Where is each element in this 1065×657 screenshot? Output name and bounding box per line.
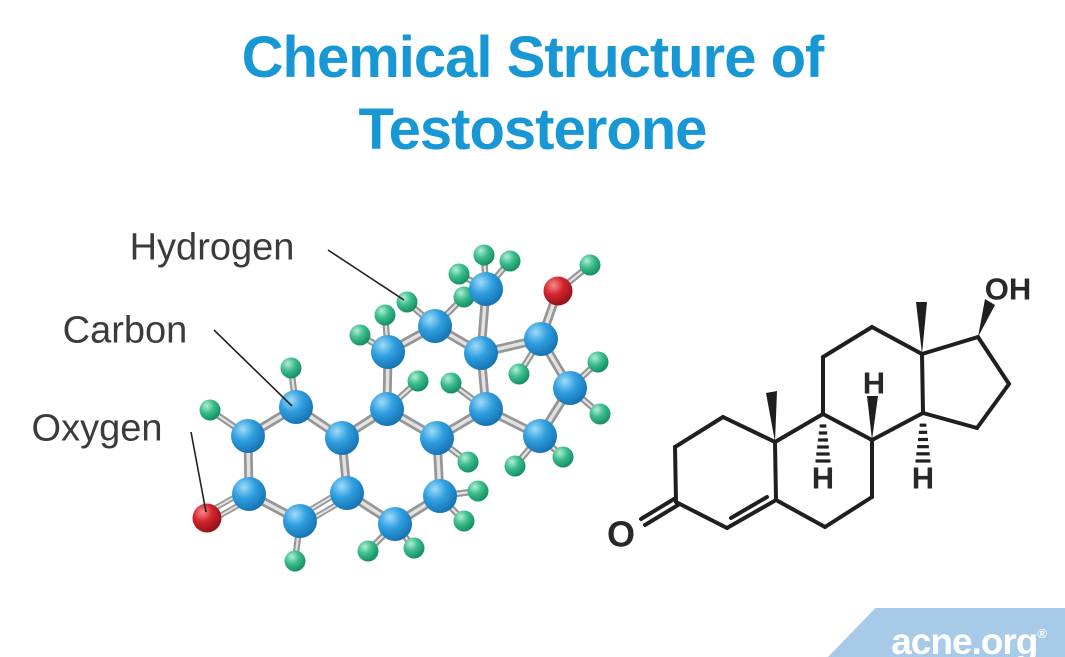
- title-line-1: Chemical Structure of: [241, 25, 825, 90]
- atom-H15b: [552, 446, 574, 468]
- formula-bond: [725, 498, 778, 530]
- formula-bond: [976, 335, 1011, 386]
- skeletal-formula: O OH H H H: [607, 272, 1031, 555]
- formula-label-ketone-O: O: [607, 514, 635, 555]
- leader-line-oxygen: [190, 431, 207, 513]
- formula-wedge-bond: [978, 299, 995, 337]
- formula-bond: [673, 445, 678, 504]
- model3d-atoms: [192, 244, 611, 572]
- atom-H8: [457, 451, 479, 473]
- page-title: Chemical Structure of Testosterone: [0, 22, 1065, 166]
- atom-H11a: [374, 304, 396, 326]
- atom-H16b: [589, 403, 611, 425]
- formula-bond: [920, 335, 980, 356]
- formula-bond: [774, 498, 827, 529]
- atom-C6: [378, 507, 412, 541]
- formula-label-H-c14: H: [912, 461, 934, 496]
- atom-H6a: [357, 540, 379, 562]
- atom-C7: [423, 479, 457, 513]
- atom-H7a: [467, 480, 489, 502]
- formula-bond: [821, 412, 874, 442]
- logo-text: acne.org: [891, 621, 1038, 657]
- formula-bond: [921, 411, 979, 430]
- atom-C15: [523, 419, 557, 453]
- formula-bond: [870, 411, 925, 442]
- atom-C3: [232, 477, 266, 511]
- atom-H14: [440, 372, 462, 394]
- title-line-2: Testosterone: [358, 97, 708, 162]
- atom-C2: [231, 419, 265, 453]
- formula-bond: [823, 495, 874, 529]
- formula-bond: [721, 415, 777, 444]
- formula-bond: [674, 500, 729, 530]
- atom-C4: [283, 504, 317, 538]
- formula-wedge-bond: [867, 396, 878, 440]
- formula-bond: [821, 325, 874, 359]
- formula-bond: [643, 503, 680, 527]
- label-hydrogen: Hydrogen: [129, 226, 295, 269]
- formula-bond: [975, 382, 1011, 430]
- formula-bond: [773, 412, 825, 444]
- atom-H9: [407, 370, 429, 392]
- atom-H4: [284, 550, 306, 572]
- atom-C11: [371, 335, 405, 369]
- leader-line-hydrogen: [327, 249, 405, 301]
- formula-wedge-bond: [766, 391, 777, 442]
- atom-C9: [370, 392, 404, 426]
- formula-bond: [773, 440, 778, 502]
- formula-bond: [729, 495, 769, 520]
- leader-lines: [190, 249, 405, 513]
- formula-bond: [870, 325, 924, 356]
- leader-line-carbon: [213, 329, 293, 407]
- formula-bond: [639, 497, 676, 521]
- atom-C14: [469, 392, 503, 426]
- atom-HO17: [579, 254, 601, 276]
- formula-label-H-c9: H: [812, 461, 834, 496]
- registered-mark: ®: [1037, 626, 1047, 641]
- atom-C12: [418, 309, 452, 343]
- atom-C10: [325, 421, 359, 455]
- atom-H18a: [473, 244, 495, 266]
- atom-H6b: [403, 537, 425, 559]
- formula-label-H-c8: H: [863, 366, 885, 401]
- atom-C5: [330, 476, 364, 510]
- formula-bond: [673, 415, 725, 449]
- atom-H12a: [396, 291, 418, 313]
- atom-C8: [420, 421, 454, 455]
- atom-C1: [279, 390, 313, 424]
- atom-H15a: [504, 455, 526, 477]
- atom-C16: [553, 371, 587, 405]
- atom-H16a: [587, 351, 609, 373]
- atom-C17: [524, 322, 558, 356]
- label-carbon: Carbon: [62, 309, 188, 352]
- atom-H2: [199, 399, 221, 421]
- atom-H1: [280, 357, 302, 379]
- atom-H11b: [349, 324, 371, 346]
- acne-org-logo: acne.org®: [828, 608, 1065, 657]
- atom-O3: [192, 503, 222, 533]
- atom-C18: [469, 272, 503, 306]
- atom-H18c: [499, 250, 521, 272]
- formula-label-hydroxyl-OH: OH: [985, 272, 1032, 307]
- atom-H7b: [453, 510, 475, 532]
- atom-H18b: [448, 263, 470, 285]
- atom-O17: [543, 276, 573, 306]
- atom-H17: [508, 363, 530, 385]
- label-oxygen: Oxygen: [31, 407, 163, 450]
- formula-bond: [920, 352, 925, 415]
- formula-wedge-bond: [916, 302, 927, 354]
- atom-C13: [464, 336, 498, 370]
